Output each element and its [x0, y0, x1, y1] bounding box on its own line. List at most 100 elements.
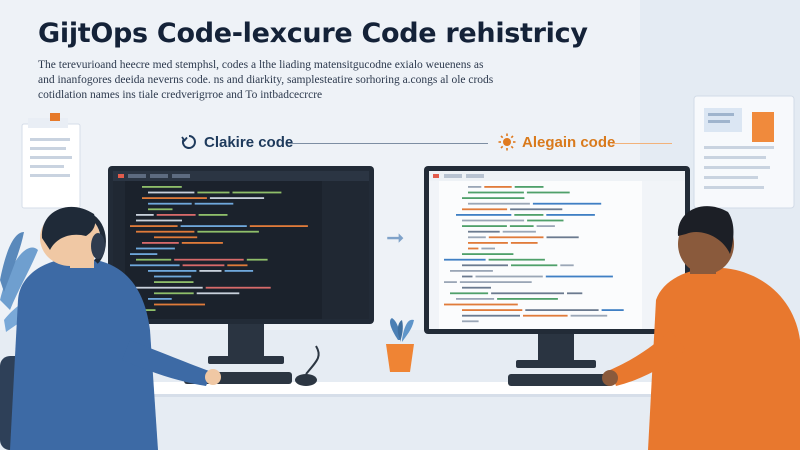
- code-line-mark: [468, 202, 530, 205]
- monitor-left: [108, 166, 374, 364]
- code-line-mark: [444, 303, 518, 306]
- code-line-mark: [567, 292, 583, 295]
- code-line-mark: [136, 258, 172, 261]
- code-line-mark: [148, 208, 173, 211]
- code-line-mark: [130, 253, 158, 255]
- code-line-mark: [197, 230, 259, 233]
- code-line-mark: [154, 275, 192, 278]
- code-line-mark: [510, 242, 538, 244]
- code-line-mark: [462, 264, 508, 267]
- code-line-mark: [148, 202, 192, 205]
- code-line-mark: [570, 314, 608, 317]
- subtitle-line-1: The terevurioand heecre med stemphsl, co…: [38, 59, 484, 71]
- code-line-mark: [462, 320, 479, 323]
- code-line-mark: [514, 214, 544, 216]
- code-line-mark: [154, 303, 205, 306]
- code-line-mark: [246, 258, 268, 261]
- wall-note-left: [21, 113, 81, 209]
- code-line-mark: [526, 191, 570, 194]
- label-right-text: Alegain code: [522, 133, 616, 151]
- code-line-mark: [462, 314, 520, 317]
- code-line-mark: [532, 202, 602, 205]
- subtitle-line-2: and inanfogores deeida neverns code. ns …: [38, 74, 494, 86]
- arrow-right-icon: ➞: [386, 225, 405, 250]
- code-line-mark: [601, 309, 624, 311]
- plant-middle: [386, 318, 414, 372]
- code-line-mark: [475, 275, 543, 278]
- code-line-mark: [456, 298, 495, 300]
- code-line-mark: [462, 219, 525, 222]
- code-line-mark: [462, 309, 523, 311]
- subtitle-line-3: cotidlation names ins tiale credverigrro…: [38, 89, 323, 101]
- code-line-mark: [459, 281, 532, 283]
- code-line-mark: [444, 281, 457, 283]
- label-left-divider: [288, 143, 488, 144]
- code-line-mark: [450, 292, 489, 295]
- code-line-mark: [450, 270, 493, 272]
- code-line-mark: [462, 253, 514, 255]
- person-left: [0, 206, 221, 450]
- code-line-mark: [232, 191, 282, 194]
- code-line-mark: [510, 208, 563, 211]
- code-line-mark: [488, 258, 545, 261]
- code-line-mark: [523, 314, 568, 317]
- code-line-mark: [527, 219, 564, 222]
- monitor-right: [424, 166, 690, 368]
- code-line-mark: [444, 258, 486, 261]
- code-line-mark: [136, 219, 182, 222]
- code-line-mark: [209, 197, 265, 199]
- code-line-mark: [154, 281, 194, 283]
- label-left-text: Clakire code: [204, 133, 294, 151]
- code-line-mark: [462, 197, 525, 199]
- code-line-mark: [468, 242, 508, 244]
- code-line-mark: [545, 275, 613, 278]
- code-line-mark: [142, 197, 207, 199]
- code-line-mark: [462, 225, 507, 227]
- wall-board-right: [693, 95, 795, 209]
- code-line-mark: [182, 264, 225, 267]
- code-line-mark: [142, 186, 182, 188]
- circular-arrows-icon: [181, 135, 196, 149]
- code-line-mark: [468, 236, 486, 239]
- code-line-mark: [142, 242, 179, 244]
- code-line-mark: [502, 230, 536, 233]
- sun-icon: [498, 133, 516, 151]
- code-line-mark: [194, 202, 234, 205]
- code-line-mark: [497, 298, 558, 300]
- code-line-mark: [136, 230, 195, 233]
- code-line-mark: [484, 186, 512, 188]
- code-line-mark: [468, 186, 482, 188]
- code-line-mark: [148, 270, 197, 272]
- code-line-mark: [224, 270, 254, 272]
- code-line-mark: [156, 214, 196, 216]
- code-line-mark: [154, 236, 198, 239]
- code-line-mark: [199, 270, 222, 272]
- code-line-mark: [148, 191, 195, 194]
- code-line-mark: [488, 236, 544, 239]
- code-line-mark: [136, 286, 203, 289]
- code-line-mark: [130, 264, 180, 267]
- code-line-mark: [536, 225, 555, 227]
- code-line-mark: [514, 186, 544, 188]
- code-line-mark: [196, 292, 240, 295]
- code-line-mark: [546, 236, 579, 239]
- code-line-mark: [560, 264, 574, 267]
- person-right: [602, 206, 800, 450]
- code-line-mark: [180, 225, 247, 227]
- label-right-divider: [612, 143, 672, 144]
- code-line-mark: [525, 309, 599, 311]
- code-line-mark: [468, 191, 524, 194]
- label-right: Alegain code: [498, 133, 615, 151]
- code-line-mark: [205, 286, 271, 289]
- code-line-mark: [491, 292, 564, 295]
- code-line-mark: [481, 247, 495, 250]
- code-line-mark: [249, 225, 308, 227]
- code-line-mark: [462, 208, 508, 211]
- code-line-mark: [462, 286, 491, 289]
- code-line-mark: [198, 214, 228, 216]
- code-line-mark: [130, 225, 178, 227]
- code-line-mark: [197, 191, 230, 194]
- code-line-mark: [511, 264, 558, 267]
